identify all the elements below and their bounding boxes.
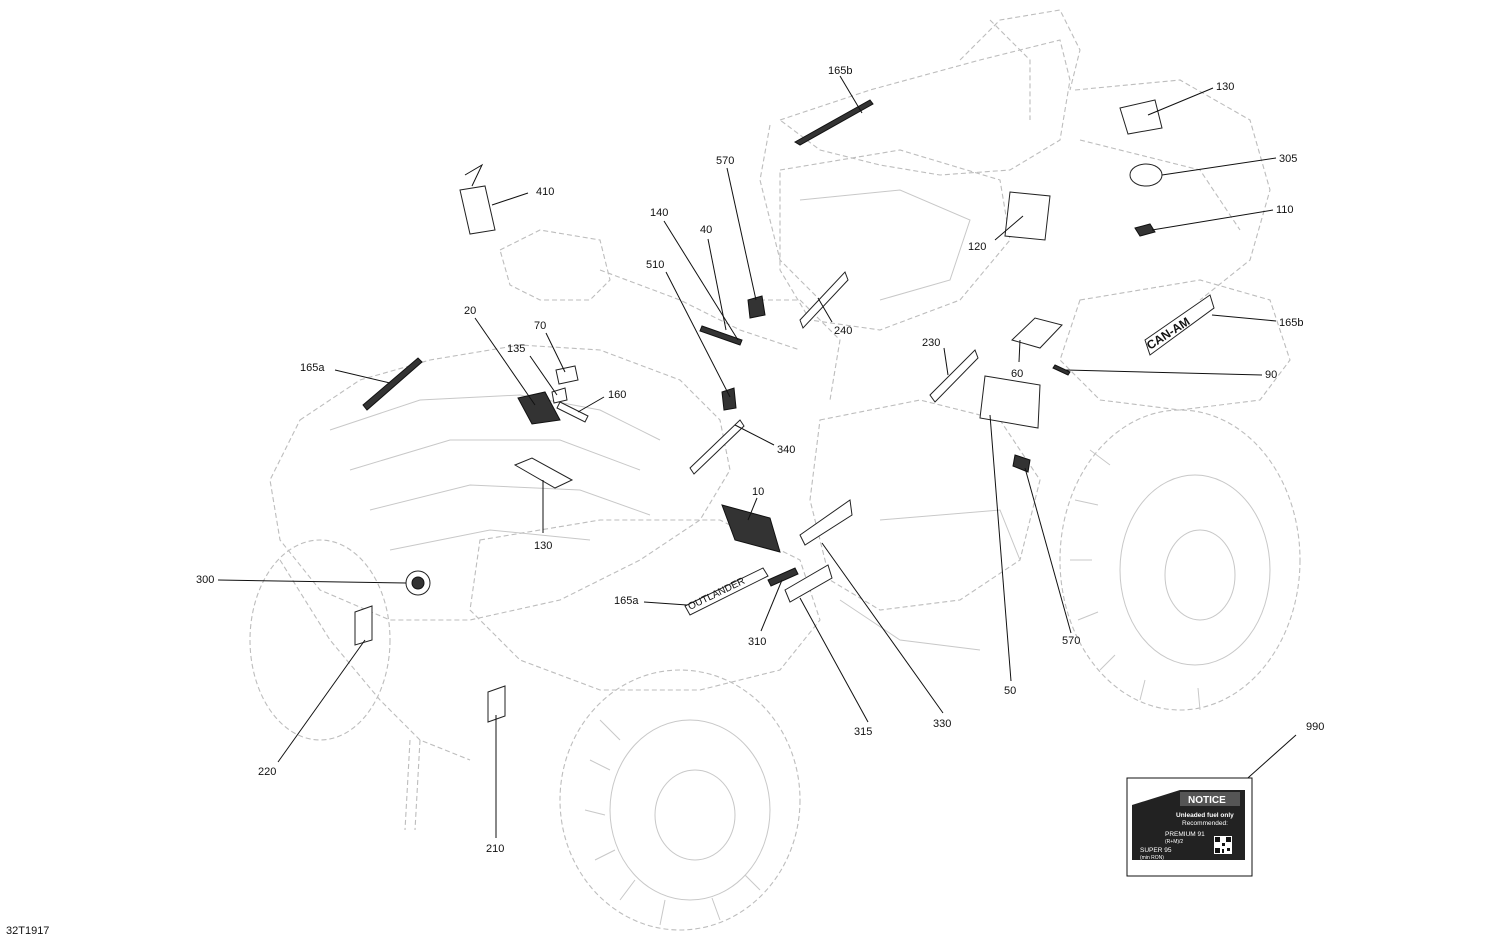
callout-135: 135 (507, 343, 525, 355)
callout-130-right: 130 (1216, 81, 1234, 93)
callout-315: 315 (854, 726, 872, 738)
callout-165b-right: 165b (1279, 317, 1303, 329)
canam-decal-text: CAN-AM (1144, 314, 1192, 352)
notice-title: NOTICE (1188, 795, 1226, 806)
callout-570-top: 570 (716, 155, 734, 167)
callout-165a-mid: 165a (614, 595, 639, 607)
callout-220: 220 (258, 766, 276, 778)
callout-160: 160 (608, 389, 626, 401)
callout-90: 90 (1265, 369, 1277, 381)
notice-line2: Recommended: (1182, 820, 1228, 827)
callout-990: 990 (1306, 721, 1324, 733)
callout-110: 110 (1276, 204, 1294, 216)
reference-code: 32T1917 (6, 925, 49, 937)
callout-340: 340 (777, 444, 795, 456)
callout-labels: 165b 130 305 110 165b 90 410 570 140 40 … (196, 65, 1324, 855)
callout-300: 300 (196, 574, 214, 586)
callout-165b-top: 165b (828, 65, 852, 77)
callout-310: 310 (748, 636, 766, 648)
qr-code-icon (1214, 836, 1232, 854)
callout-305: 305 (1279, 153, 1297, 165)
callout-165a-left: 165a (300, 362, 325, 374)
notice-premium: PREMIUM 91 (1165, 831, 1205, 838)
callout-20: 20 (464, 305, 476, 317)
callout-120: 120 (968, 241, 986, 253)
callout-210: 210 (486, 843, 504, 855)
leader-lines (217, 75, 1297, 838)
callout-50: 50 (1004, 685, 1016, 697)
callout-510: 510 (646, 259, 664, 271)
notice-line1: Unleaded fuel only (1176, 812, 1234, 819)
callout-230: 230 (922, 337, 940, 349)
callout-10: 10 (752, 486, 764, 498)
notice-super-sub: (min RON) (1140, 855, 1164, 861)
callout-410: 410 (536, 186, 554, 198)
notice-super: SUPER 95 (1140, 847, 1172, 854)
callout-330: 330 (933, 718, 951, 730)
outlander-decal-text: OUTLANDER (686, 576, 746, 613)
callout-570-bottom: 570 (1062, 635, 1080, 647)
callout-60: 60 (1011, 368, 1023, 380)
callout-140: 140 (650, 207, 668, 219)
notice-premium-sub: (R+M)/2 (1165, 839, 1183, 845)
callout-240: 240 (834, 325, 852, 337)
callout-70: 70 (534, 320, 546, 332)
decal-shapes: CAN-AM (354, 99, 1215, 723)
atv-ghost-outline (249, 9, 1301, 931)
notice-fuel-label: NOTICE Unleaded fuel only Recommended: P… (1126, 777, 1253, 877)
callout-40: 40 (700, 224, 712, 236)
callout-130-left: 130 (534, 540, 552, 552)
